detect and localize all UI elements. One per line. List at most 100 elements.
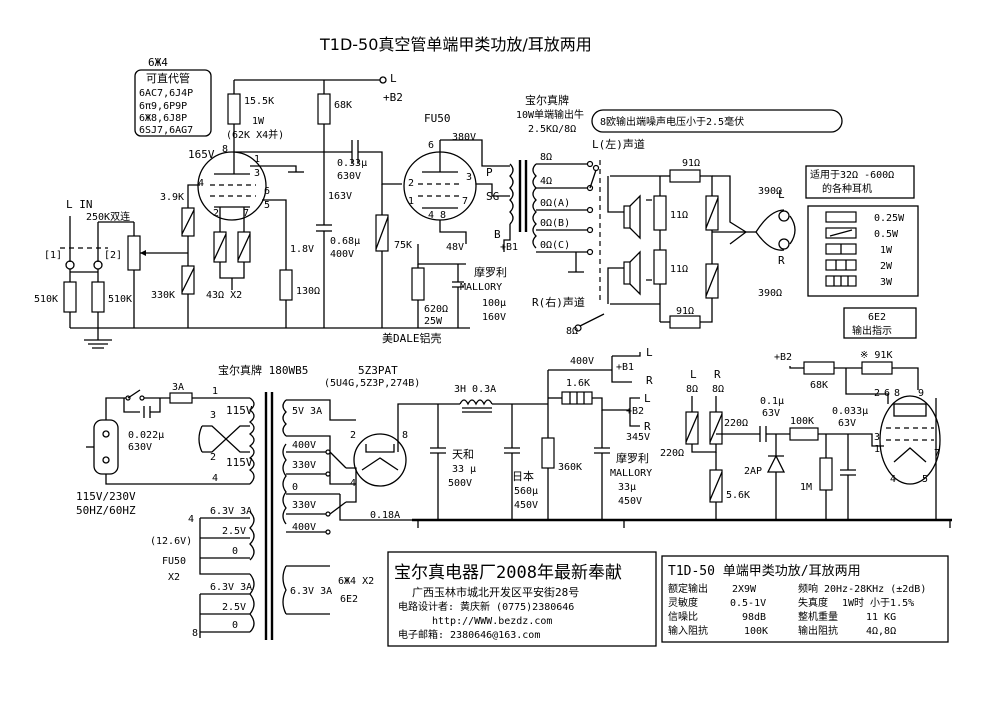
tianhe-1: 天和	[452, 448, 474, 461]
fu50x2-1: FU50	[162, 556, 186, 567]
tube-6zh4	[197, 151, 267, 221]
riben-1: 日本	[512, 469, 534, 483]
label-c100-1: 100μ	[482, 298, 506, 309]
resistor-360k	[541, 437, 555, 469]
label-otx-3: 2.5KΩ/8Ω	[528, 124, 576, 135]
label-c068-1: 0.68μ	[330, 236, 360, 247]
pin-8-6zh4: 8	[222, 144, 228, 155]
heat-pin8: 8	[192, 628, 198, 639]
ind-r91k: ※ 91K	[860, 350, 892, 361]
ind-8b: 8Ω	[712, 384, 724, 395]
substitute-1: 6AC7,6J4P	[139, 88, 193, 99]
heat1-a: 6.3V 3A	[210, 506, 252, 517]
tap-8: 8Ω	[540, 152, 552, 163]
sec-330v-b: 330V	[292, 500, 316, 511]
heat3: 6.3V 3A	[290, 586, 332, 597]
label-hp-r: R	[778, 254, 785, 267]
fit-1: 适用于32Ω -600Ω	[810, 169, 894, 181]
spec-r1-v1: 2X9W	[732, 584, 757, 595]
potentiometer-250k[interactable]	[127, 235, 141, 271]
label-510k-a: 510K	[34, 294, 58, 305]
tap-0c: 0Ω(C)	[540, 240, 570, 251]
ind-220b: 220Ω	[660, 448, 684, 459]
label-15k5-w: 1W	[252, 116, 265, 127]
power-supply: 宝尔真牌 180WB5 5Z3PAT (5U4G,5Z3P,274B) 3A 1…	[76, 346, 952, 640]
ind-L: L	[690, 368, 697, 381]
substitute-3: 6Ж8,6J8P	[139, 113, 187, 124]
spec-r3-v2: 11 KG	[866, 612, 896, 623]
input-jack-1[interactable]	[65, 260, 75, 270]
fit-box	[805, 165, 915, 199]
label-c068-2: 400V	[330, 249, 354, 260]
label-fuse: 3A	[172, 382, 184, 393]
riben-2: 560μ	[514, 486, 538, 497]
pin-6: 6	[264, 186, 270, 197]
tap-0a: 0Ω(A)	[540, 198, 570, 209]
output-network: L(左)声道 R(右)声道 8Ω 8欧输出端噪声电压小于2.5毫伏 11Ω 11…	[532, 109, 919, 339]
ind-pin2: 2	[874, 388, 880, 399]
ind-pin5: 5	[922, 474, 928, 485]
ind-c0033-2: 63V	[838, 418, 856, 429]
rect-2: (5U4G,5Z3P,274B)	[324, 378, 420, 389]
resistor-100k	[789, 427, 819, 441]
indicator-1: 6E2	[868, 312, 886, 323]
riben-3: 450V	[514, 500, 538, 511]
hp-jack-l[interactable]	[778, 210, 790, 222]
spec-r2-k2: 失真度	[798, 596, 828, 609]
hp-jack-r[interactable]	[778, 238, 790, 250]
ind-5k6: 5.6K	[726, 490, 750, 501]
fuse	[169, 392, 193, 404]
fu50-pin7: 7	[462, 196, 468, 207]
label-48v: 48V	[446, 242, 464, 253]
pin-5: 5	[264, 200, 270, 211]
label-11-l: 11Ω	[670, 210, 688, 221]
heat-pin4: 4	[188, 514, 194, 525]
ind-1m: 1M	[800, 482, 812, 493]
label-p: P	[486, 166, 493, 179]
factory-url: http://WWW.bezdz.com	[432, 616, 552, 627]
label-75k: 75K	[394, 240, 412, 251]
label-c022-1: 0.022μ	[128, 430, 164, 441]
v115b: 115V	[226, 456, 253, 469]
mains-plug	[93, 419, 119, 475]
watt-3: 3W	[880, 277, 893, 288]
label-fu50: FU50	[424, 112, 451, 125]
label-b2-psu: +B2	[626, 406, 644, 417]
fu50-pin8: 8	[440, 210, 446, 221]
spec-r2-v2: 1W时 小于1.5%	[842, 597, 914, 609]
fu50-pin3: 3	[466, 172, 472, 183]
label-mallory2: MALLORY	[460, 282, 502, 293]
heat2-a: 6.3V 3A	[210, 582, 252, 593]
label-r-8ohm: 8Ω	[566, 326, 578, 337]
page-title: T1D-50真空管单端甲类功放/耳放两用	[319, 35, 592, 54]
label-3k9: 3.9K	[160, 192, 184, 203]
ind-b2: +B2	[774, 352, 792, 363]
tube-6zh4-name: 6Ж4	[148, 56, 168, 69]
label-otx-2: 10W单端输出牛	[516, 108, 584, 121]
label-b2-top: +B2	[383, 91, 403, 104]
heat1-c: 0	[232, 546, 238, 557]
fu50-pin2: 2	[408, 178, 414, 189]
moluo-1: 摩罗利	[616, 451, 649, 465]
fu50-pin6: 6	[428, 140, 434, 151]
watt-2: 2W	[880, 261, 893, 272]
sec-5v: 5V 3A	[292, 406, 322, 417]
spec-r3-k2: 整机重量	[798, 610, 838, 623]
heat3-t2: 6E2	[340, 594, 358, 605]
spec-r2-k1: 灵敏度	[668, 596, 698, 609]
watt-legend	[807, 205, 919, 297]
label-345v: 345V	[626, 432, 650, 443]
indicator-2: 输出指示	[852, 324, 892, 337]
resistor-11-l	[653, 195, 667, 231]
label-620-2: 25W	[424, 316, 443, 327]
indicator-circuit: +B2 68K ※ 91K 2 6 8 9 3 1 7 4 5 L R 8Ω 8…	[660, 350, 941, 520]
spec-r1-k1: 额定输出	[668, 582, 708, 595]
label-360k: 360K	[558, 462, 582, 473]
label-130: 130Ω	[296, 286, 320, 297]
input-jack-2[interactable]	[93, 260, 103, 270]
label-b: B	[494, 228, 501, 241]
spec-r4-v2: 4Ω,8Ω	[866, 626, 896, 637]
factory-designer: 电路设计者: 黄庆新 (0775)2380646	[398, 600, 574, 613]
watt-025: 0.25W	[874, 213, 905, 224]
